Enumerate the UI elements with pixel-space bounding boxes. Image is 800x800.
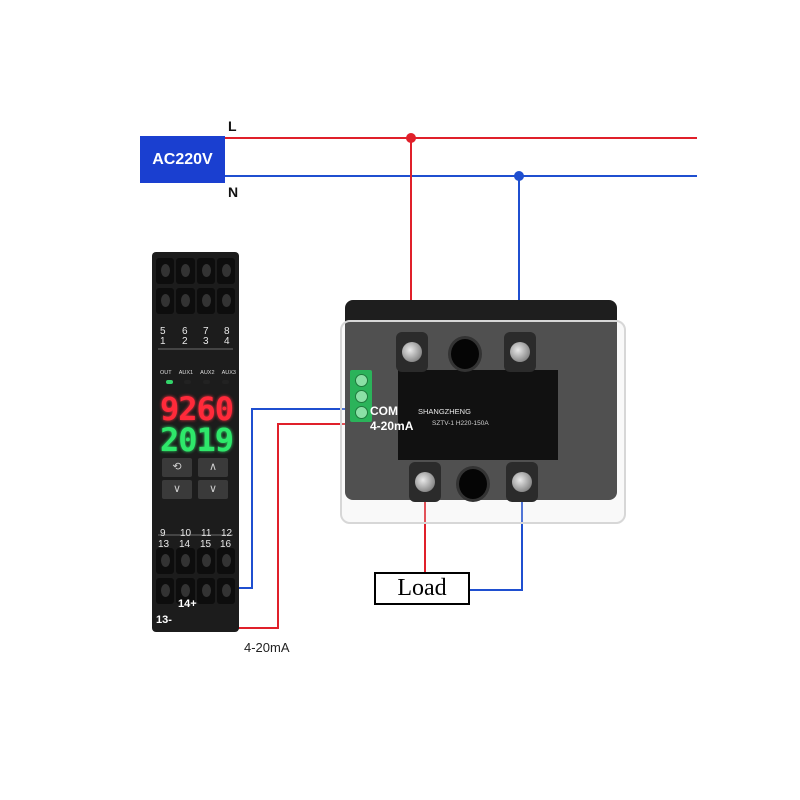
output-screw-terminal-1 [409, 462, 441, 502]
up-key[interactable]: ∧ [198, 458, 228, 477]
load-neutral-wire [470, 492, 523, 591]
input-screw-terminal-1 [396, 332, 428, 372]
pin-12: 12 [221, 528, 233, 539]
relay-brand: SHANGZHENG [418, 407, 471, 416]
indicator-aux3-label: AUX3 [221, 370, 236, 376]
indicator-labels: OUT AUX1 AUX2 AUX3 [160, 370, 236, 376]
output-screw-terminal-2 [506, 462, 538, 502]
input-signal-label: 4-20mA [370, 419, 414, 433]
aux3-led [222, 380, 229, 384]
pin-4: 4 [224, 336, 230, 347]
down-key-right[interactable]: ∨ [198, 480, 228, 499]
pin-15: 15 [200, 539, 212, 550]
signal-current-label: 4-20mA [244, 640, 290, 655]
pin-2: 2 [182, 336, 188, 347]
mount-hole-bottom [456, 466, 490, 502]
line-n-label: N [228, 184, 239, 200]
terminal-13-label: 13- [156, 614, 172, 626]
load-box: Load [374, 572, 470, 605]
live-junction [406, 133, 416, 143]
supply-label-box: AC220V [140, 136, 225, 183]
pin-1: 1 [160, 336, 166, 347]
pin-7: 7 [203, 326, 209, 337]
indicator-out-label: OUT [160, 370, 172, 376]
pin-6: 6 [182, 326, 188, 337]
mount-hole-top [448, 336, 482, 372]
keypad: ⟲ ∧ ∨ ∨ [162, 458, 230, 500]
aux2-led [203, 380, 210, 384]
controller-module [152, 252, 239, 632]
com-label: COM [370, 404, 398, 418]
pin-3: 3 [203, 336, 209, 347]
signal-terminal-block [350, 370, 372, 422]
pin-8: 8 [224, 326, 230, 337]
terminal-14-label: 14+ [178, 598, 197, 610]
out-led [166, 380, 173, 384]
indicator-aux2-label: AUX2 [200, 370, 215, 376]
pin-16: 16 [220, 539, 232, 550]
indicator-aux1-label: AUX1 [178, 370, 194, 376]
cycle-key[interactable]: ⟲ [162, 458, 192, 477]
top-terminal-row-1 [156, 258, 235, 284]
top-terminal-row-2 [156, 288, 235, 314]
neutral-junction [514, 171, 524, 181]
relay-face-label [398, 370, 558, 460]
input-screw-terminal-2 [504, 332, 536, 372]
set-value-display: 2019 [160, 421, 234, 459]
pin-11: 11 [201, 528, 212, 539]
bottom-terminal-row-1 [156, 548, 235, 574]
process-value-display: 9260 [160, 390, 234, 428]
pin-9: 9 [160, 528, 166, 539]
pin-10: 10 [180, 528, 192, 539]
line-l-label: L [228, 118, 237, 134]
bottom-terminal-row-2 [156, 578, 235, 604]
down-key-left[interactable]: ∨ [162, 480, 192, 499]
pin-13: 13 [158, 539, 170, 550]
aux1-led [184, 380, 191, 384]
relay-model: SZTV-1 H220-150A [432, 420, 489, 427]
pin-14: 14 [179, 539, 191, 550]
pin-5: 5 [160, 326, 166, 337]
